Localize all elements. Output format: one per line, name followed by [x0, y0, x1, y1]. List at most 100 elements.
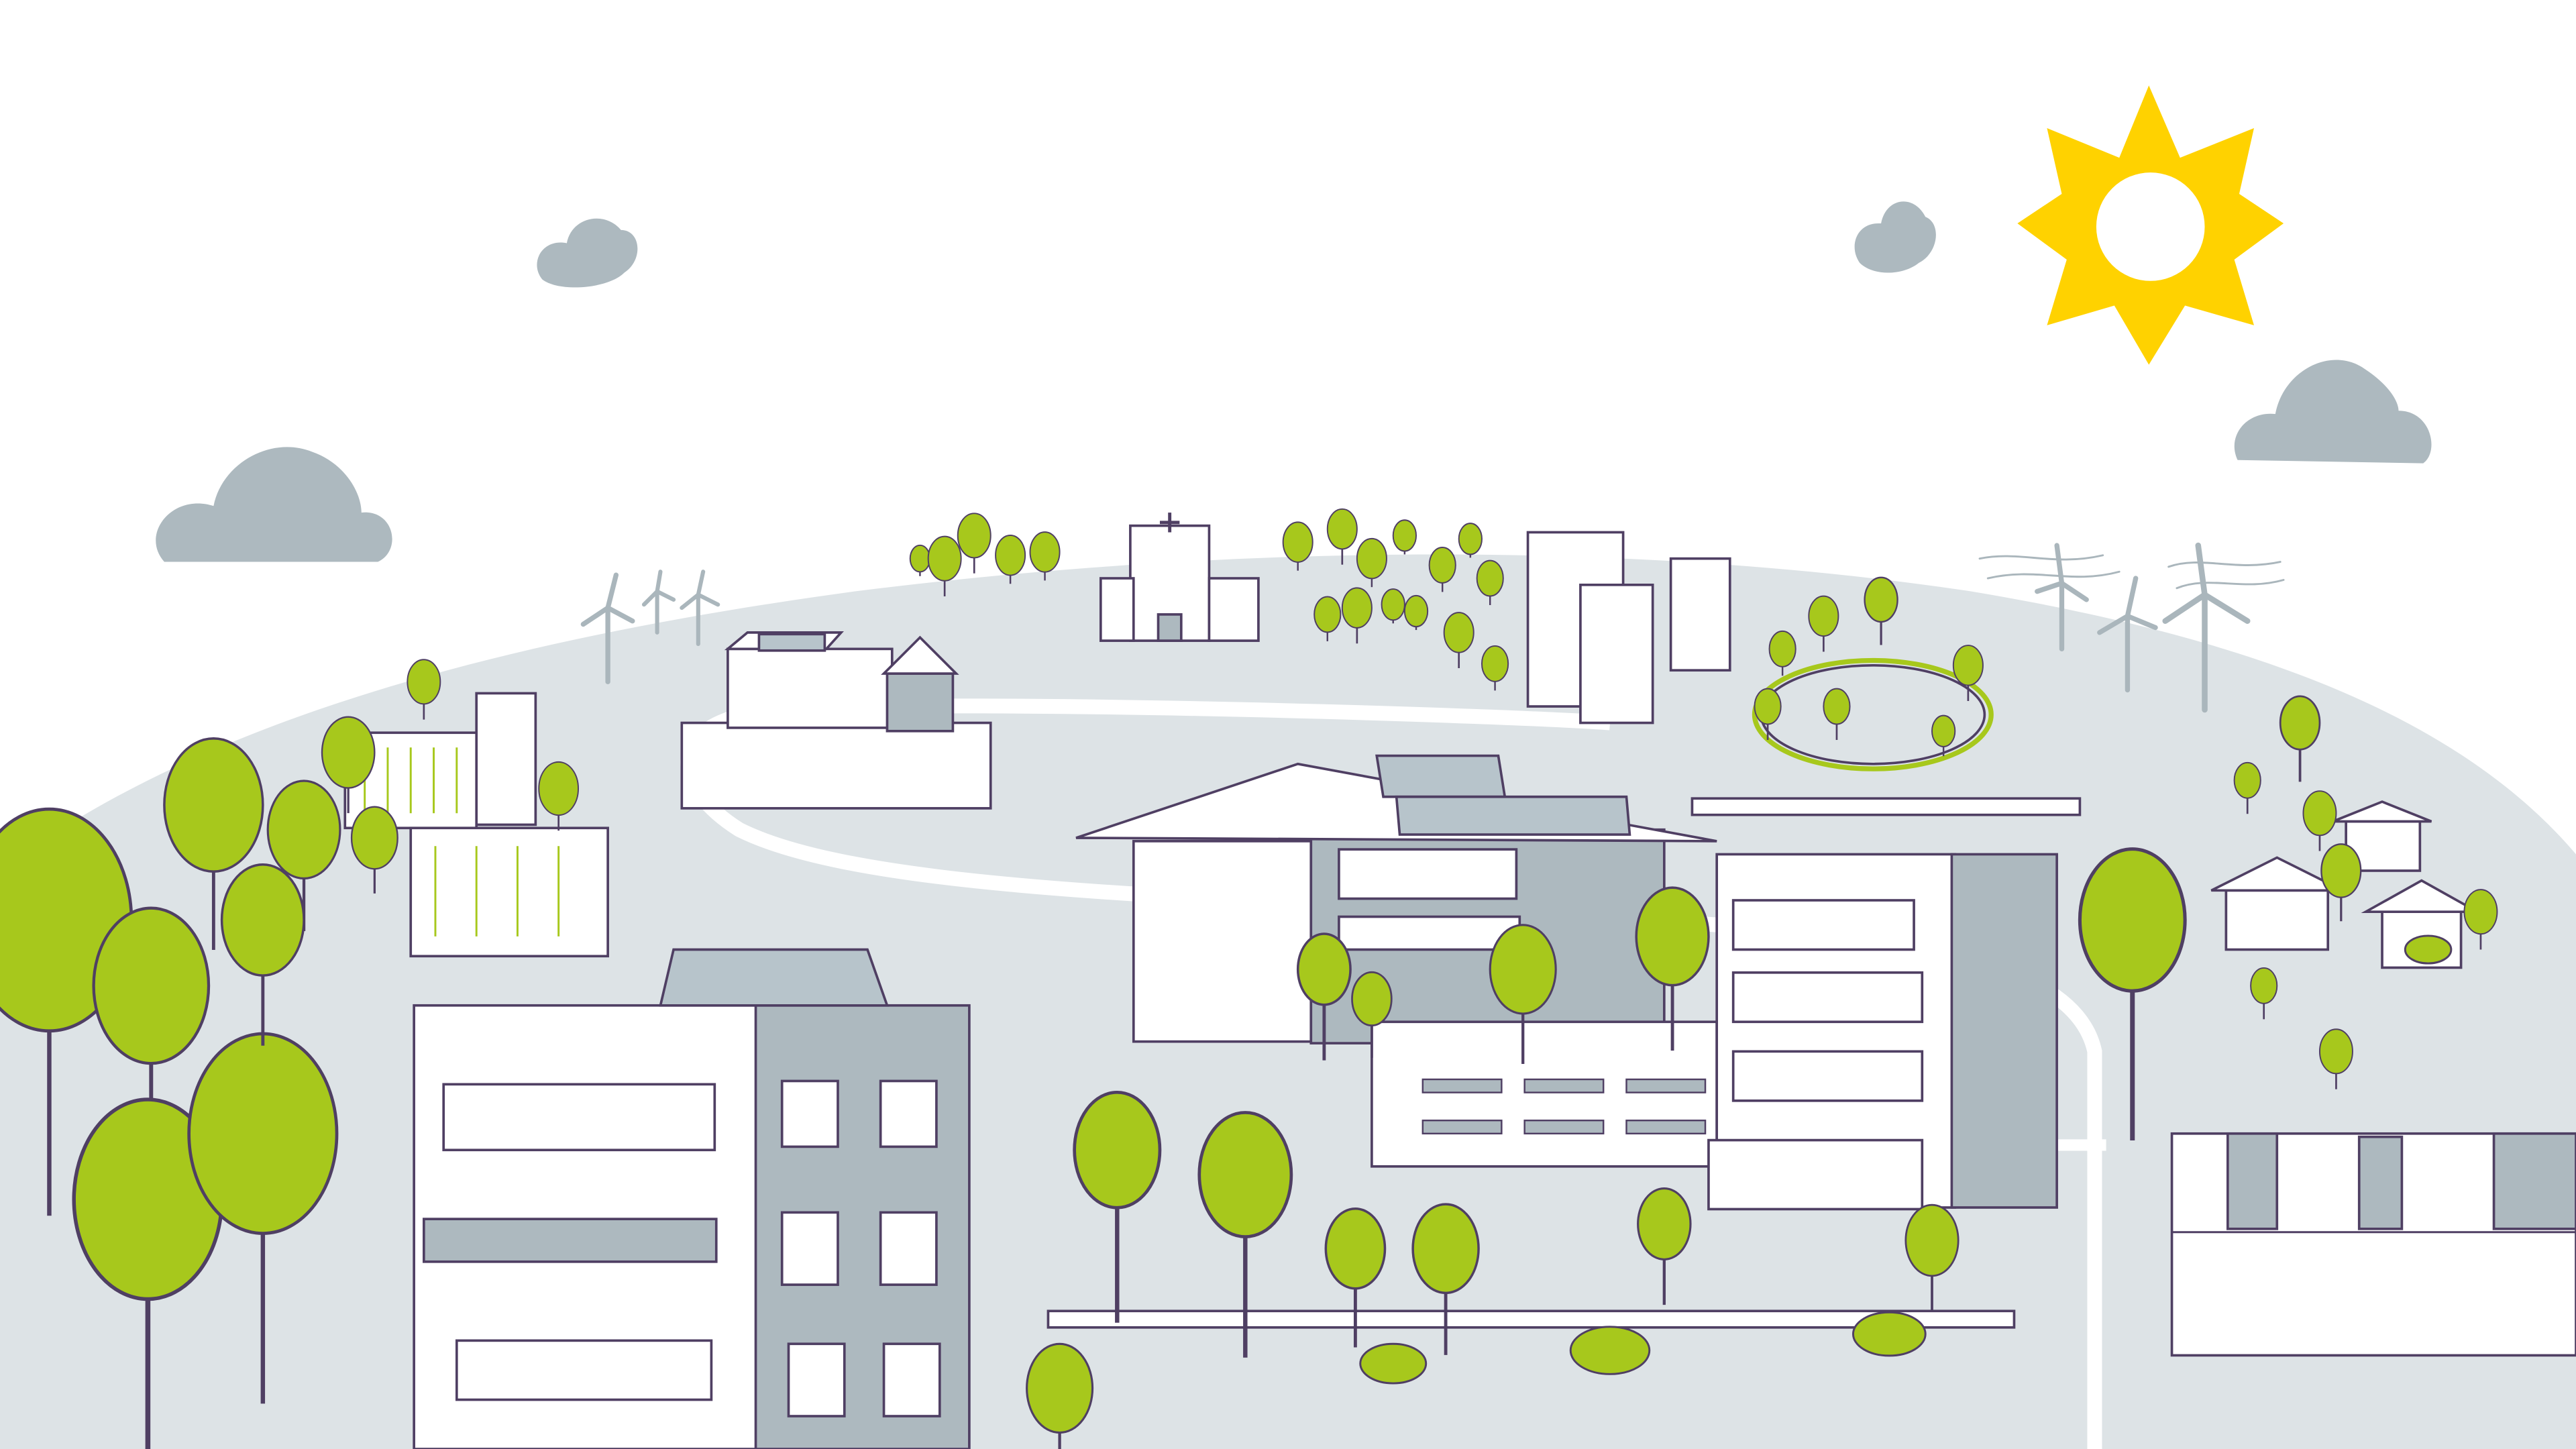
- tree-crown: [1029, 531, 1061, 573]
- tree-crown: [1458, 523, 1483, 555]
- balcony: [1731, 1050, 1924, 1102]
- row-house-gray: [2492, 1132, 2576, 1230]
- tree-crown: [995, 535, 1026, 576]
- tree-crown: [1635, 886, 1710, 987]
- turbine: [2162, 542, 2251, 713]
- tree-crown: [1808, 595, 1839, 637]
- tree: [1481, 645, 1509, 691]
- window: [780, 1079, 839, 1148]
- planters: [1421, 1078, 1707, 1135]
- tree-crown: [2320, 843, 2362, 898]
- tree-crown: [1823, 688, 1851, 725]
- tree: [1952, 645, 1984, 701]
- office-tower: [1579, 584, 1654, 724]
- tree: [1296, 932, 1352, 1061]
- turbine: [641, 570, 676, 635]
- tree: [2233, 761, 2261, 814]
- turbine: [2097, 576, 2158, 693]
- cloud-center-small: [1854, 201, 1936, 273]
- hospital-door: [1157, 613, 1183, 642]
- school-gym-roof: [881, 635, 959, 675]
- tree: [1635, 886, 1710, 1051]
- tree-crown: [321, 716, 376, 789]
- tree: [1073, 1090, 1162, 1323]
- tree-crown: [220, 863, 305, 977]
- tree-crown: [2302, 790, 2337, 837]
- tree-crown: [1326, 508, 1358, 550]
- tree: [2302, 790, 2337, 851]
- tree-crown: [1904, 1203, 1960, 1277]
- row-house-gray: [2357, 1135, 2404, 1230]
- turbine: [580, 572, 635, 684]
- tree-crown: [538, 761, 580, 816]
- tree-crown: [187, 1032, 339, 1235]
- tree: [266, 780, 341, 931]
- tree-crown: [1351, 971, 1393, 1027]
- balcony: [442, 1083, 716, 1152]
- trees: [0, 508, 2498, 1449]
- row-houses: [2170, 1132, 2576, 1357]
- apartment-solar-roof: [659, 948, 890, 1007]
- awning: [423, 1218, 718, 1263]
- cloud-left-small: [537, 218, 638, 288]
- tree-crown: [1754, 688, 1782, 725]
- tree: [2078, 847, 2187, 1140]
- tree-crown: [2250, 967, 2278, 1004]
- window: [787, 1342, 846, 1417]
- tree: [909, 544, 931, 576]
- tree-crown: [2233, 761, 2261, 799]
- pond-water: [1760, 663, 1986, 765]
- tree: [220, 863, 305, 1046]
- tree: [163, 737, 264, 951]
- tree: [1428, 547, 1456, 592]
- tree-crown: [909, 544, 931, 573]
- tree: [321, 716, 376, 814]
- tree-crown: [1637, 1187, 1692, 1260]
- hospital-wing: [1099, 577, 1135, 642]
- sun: [2017, 85, 2284, 365]
- tree-crown: [163, 737, 264, 873]
- tree: [2279, 695, 2321, 782]
- tree: [1197, 1111, 1293, 1358]
- tree: [1324, 1207, 1387, 1348]
- tree-crown: [1392, 519, 1417, 552]
- apartment-front-left: [413, 948, 971, 1449]
- tree: [1411, 1203, 1480, 1355]
- cloud-left-large: [156, 447, 392, 562]
- tree: [1326, 508, 1358, 565]
- tree: [350, 806, 398, 894]
- tree: [2463, 889, 2498, 950]
- tree-crown: [1324, 1207, 1387, 1290]
- solar-panel: [757, 633, 826, 652]
- balcony: [1731, 899, 1915, 951]
- tree-crown: [1381, 588, 1405, 621]
- tree: [1768, 630, 1796, 676]
- tree-crown: [266, 780, 341, 880]
- tree-crown: [2318, 1028, 2353, 1075]
- balcony: [1338, 848, 1518, 900]
- ground-shop: [1707, 1138, 1924, 1211]
- sun-core: [2096, 172, 2205, 281]
- tree: [1808, 595, 1839, 652]
- tree: [995, 535, 1026, 584]
- central-white: [1132, 840, 1313, 1043]
- bush: [1569, 1326, 1651, 1375]
- hospital: [1099, 513, 1260, 642]
- tree: [1904, 1203, 1960, 1311]
- tree: [1351, 971, 1393, 1058]
- clouds: [156, 201, 2432, 562]
- tree: [1282, 521, 1313, 571]
- office-tower: [1669, 557, 1731, 672]
- tree-crown: [1864, 576, 1898, 623]
- tree: [1754, 688, 1782, 741]
- tree: [1029, 531, 1061, 581]
- tree-crown: [407, 659, 441, 705]
- central-building: [1075, 754, 1719, 1168]
- tree: [1443, 612, 1474, 669]
- tree: [1823, 688, 1851, 741]
- balcony: [1731, 971, 1924, 1024]
- hospital-cross-icon: [1159, 513, 1180, 533]
- tree: [407, 659, 441, 720]
- tree: [2250, 967, 2278, 1020]
